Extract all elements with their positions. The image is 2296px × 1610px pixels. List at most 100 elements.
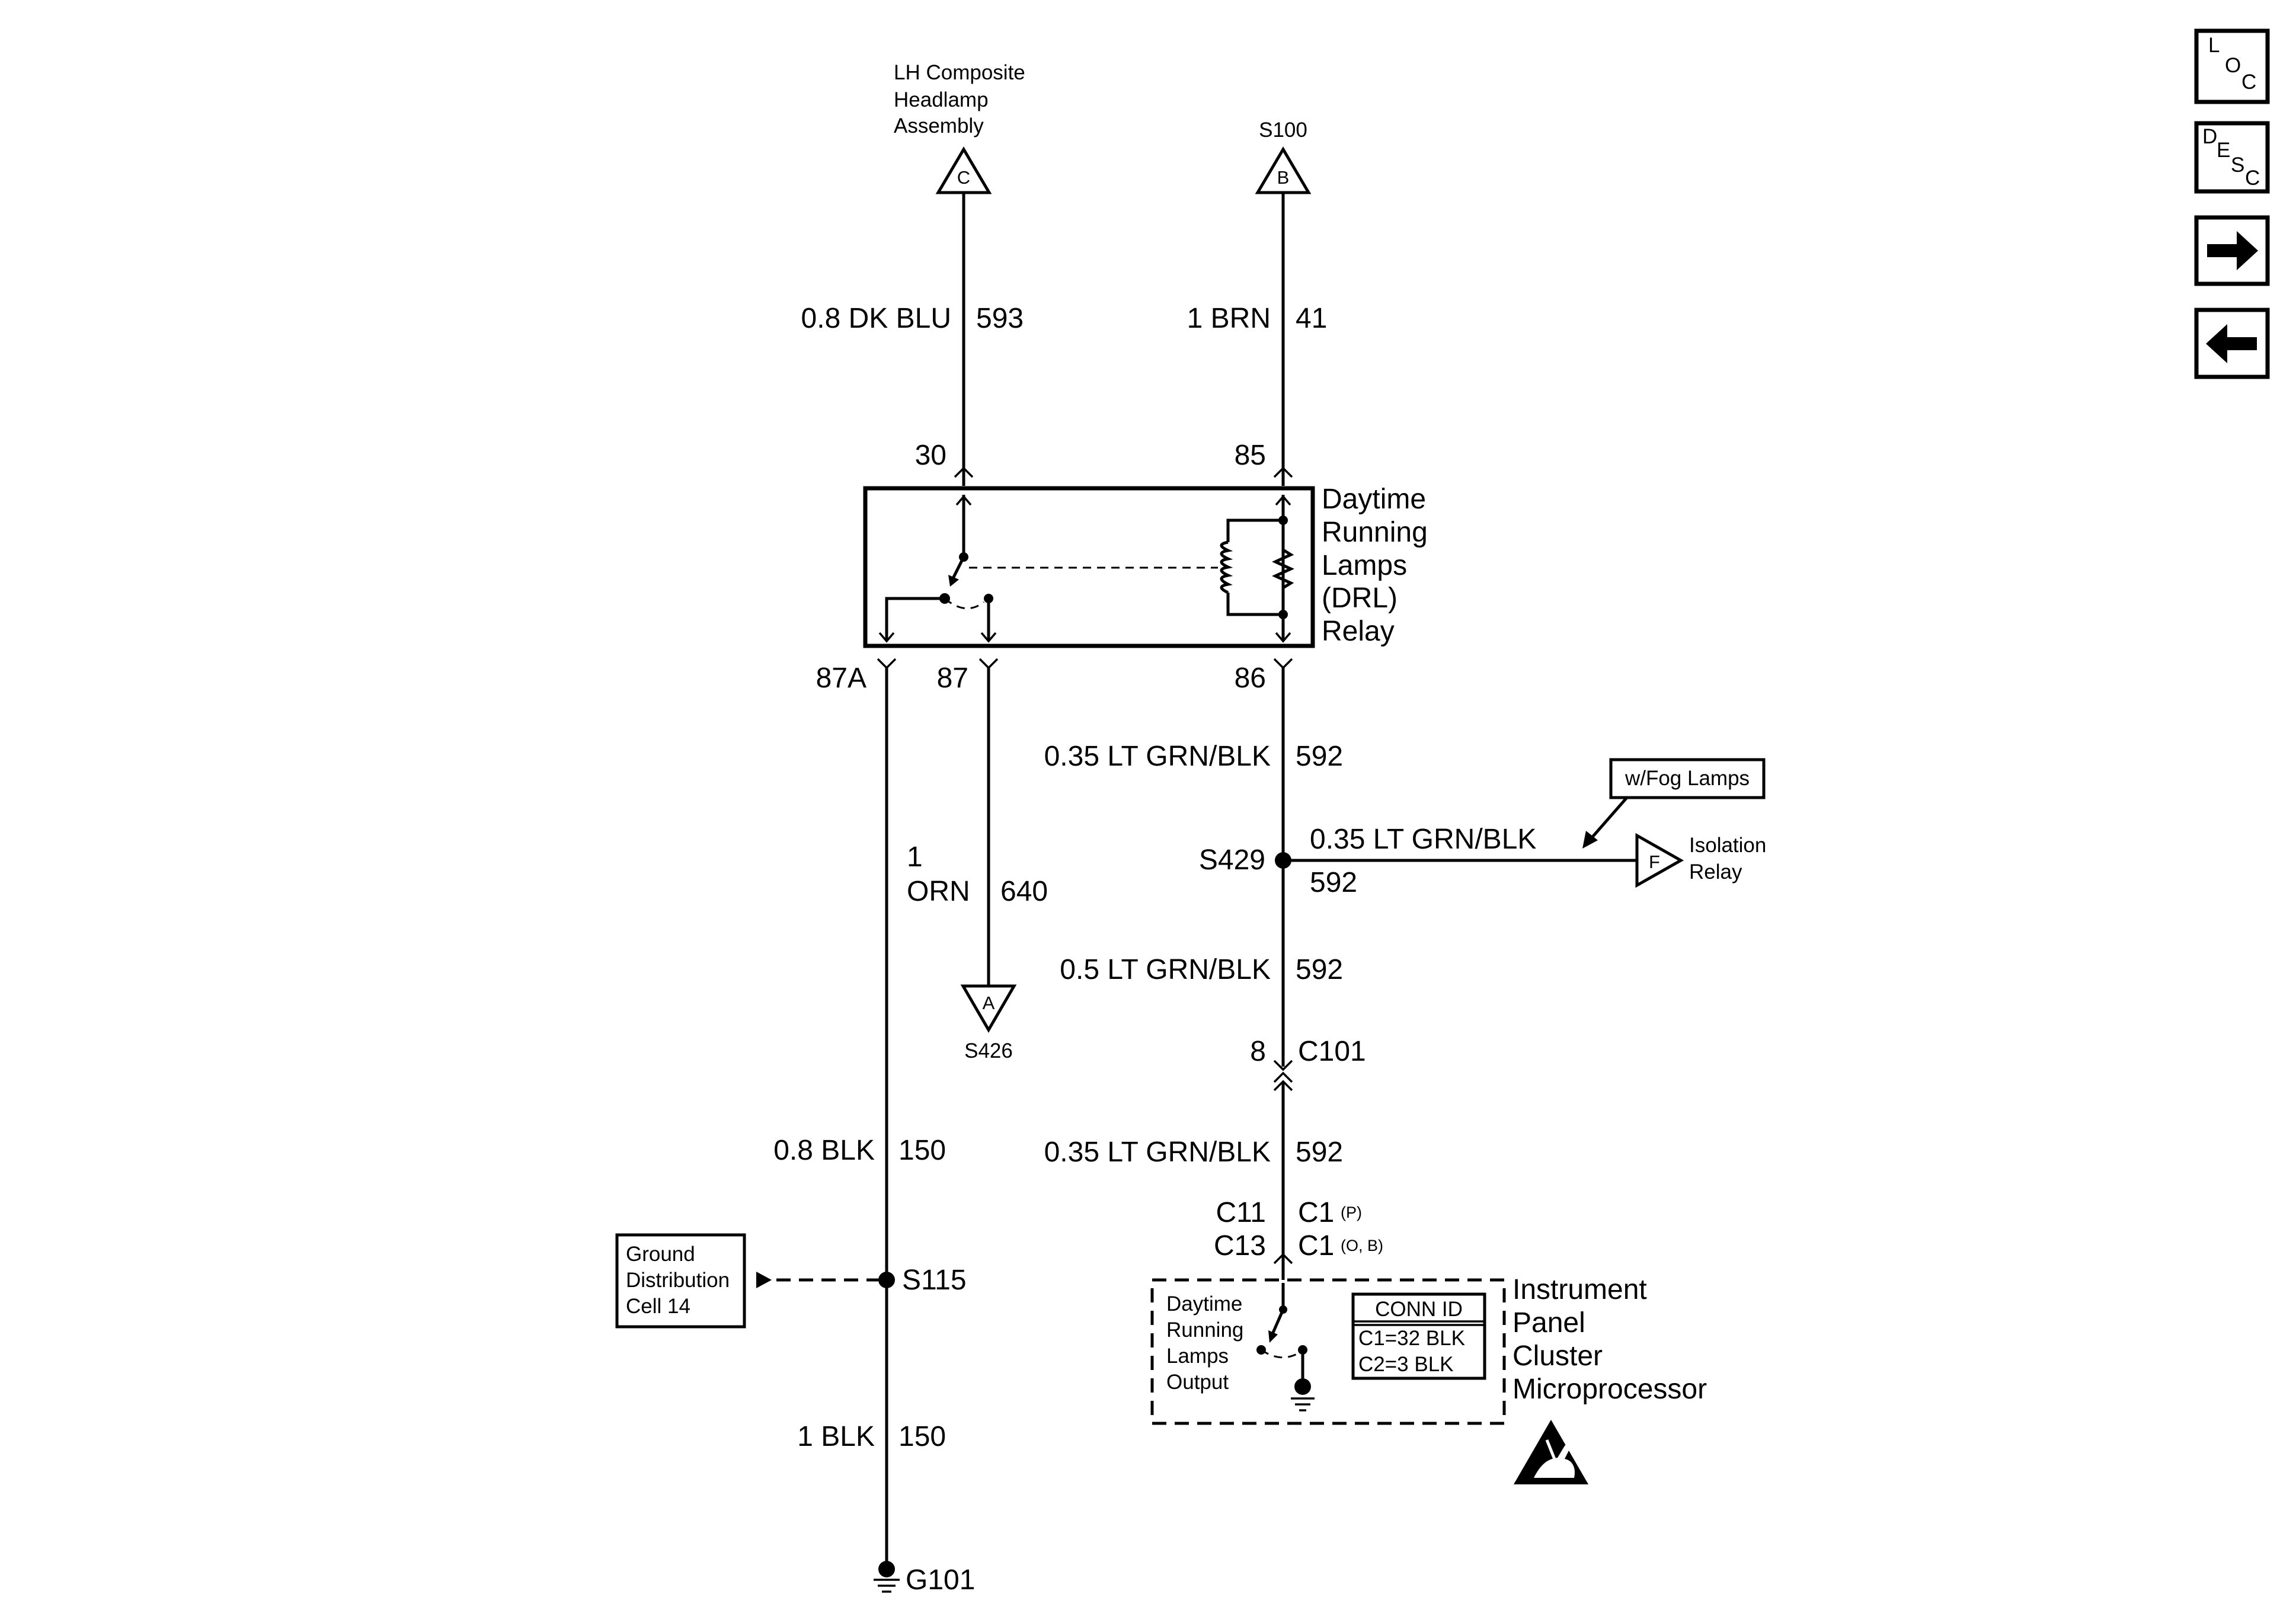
- svg-text:Instrument: Instrument: [1512, 1274, 1647, 1305]
- g101-ground-icon: [874, 1561, 900, 1593]
- svg-text:LH Composite: LH Composite: [894, 61, 1025, 84]
- drl-output-label-4: Output: [1166, 1371, 1229, 1394]
- wire-592-c-spec: 0.35 LT GRN/BLK: [1044, 1137, 1271, 1168]
- connector-c-symbol: C: [935, 146, 992, 194]
- s115-splice-dot: [878, 1272, 895, 1288]
- s429-label: S429: [1199, 844, 1265, 876]
- esd-warning-icon: [1514, 1420, 1588, 1484]
- svg-text:C: C: [957, 167, 970, 188]
- svg-text:Assembly: Assembly: [894, 114, 984, 137]
- svg-text:Headlamp: Headlamp: [894, 88, 989, 111]
- c101-lower-chevron-1: [1273, 1071, 1293, 1083]
- wire-592-b-spec: 0.5 LT GRN/BLK: [1060, 954, 1271, 985]
- connector-b-symbol: B: [1255, 146, 1312, 194]
- c101-label: C101: [1298, 1036, 1366, 1067]
- wire-41-spec: 1 BRN: [1187, 303, 1271, 334]
- wire-150-a-spec: 0.8 BLK: [773, 1135, 875, 1166]
- wire-592-iso-spec: 0.35 LT GRN/BLK: [1310, 824, 1536, 855]
- svg-text:w/Fog Lamps: w/Fog Lamps: [1625, 767, 1750, 790]
- conn-id-table: CONN ID C1=32 BLK C2=3 BLK: [1351, 1292, 1486, 1380]
- pin-87-chevron: [978, 658, 999, 670]
- connector-f-symbol: F: [1635, 833, 1684, 888]
- pin-87a-chevron: [877, 658, 897, 670]
- svg-text:Running: Running: [1322, 517, 1428, 548]
- fog-lamps-note: w/Fog Lamps: [1582, 758, 1766, 849]
- loc-letter-o: O: [2225, 54, 2241, 77]
- conn-id-title: CONN ID: [1375, 1298, 1463, 1321]
- wire-592-iso-circuit: 592: [1310, 867, 1357, 898]
- next-button[interactable]: [2194, 215, 2270, 286]
- previous-button[interactable]: [2194, 308, 2270, 379]
- s100-label: S100: [1259, 119, 1307, 142]
- wire-592-a-spec: 0.35 LT GRN/BLK: [1044, 741, 1271, 772]
- ipc-label: Instrument Panel Cluster Microprocessor: [1512, 1274, 1707, 1405]
- s115-label: S115: [902, 1265, 967, 1296]
- left-arrow-icon: [2206, 324, 2257, 363]
- desc-letter-s: S: [2231, 153, 2244, 177]
- svg-text:B: B: [1277, 167, 1290, 188]
- svg-text:F: F: [1649, 852, 1660, 872]
- wire-592-b-circuit: 592: [1296, 954, 1343, 985]
- wire-640-spec-color: ORN: [907, 876, 970, 907]
- pin-c1-ob-label: C1: [1298, 1230, 1334, 1262]
- svg-text:Lamps: Lamps: [1322, 550, 1407, 581]
- conn-id-row-2: C2=3 BLK: [1358, 1353, 1454, 1376]
- desc-letter-e: E: [2217, 139, 2230, 162]
- svg-text:A: A: [983, 993, 995, 1013]
- desc-letter-c: C: [2245, 167, 2260, 190]
- drl-output-label-2: Running: [1166, 1318, 1243, 1342]
- drl-relay: [863, 486, 1315, 648]
- pin-85-label: 85: [1235, 440, 1266, 471]
- s426-label: S426: [964, 1039, 1013, 1062]
- pin-87a-label: 87A: [816, 662, 866, 694]
- svg-text:Isolation: Isolation: [1689, 834, 1766, 857]
- connector-a-symbol: A: [960, 984, 1017, 1033]
- wire-640-circuit: 640: [1000, 876, 1048, 907]
- lh-composite-headlamp-label: LH Composite Headlamp Assembly: [894, 61, 1025, 137]
- svg-text:Cluster: Cluster: [1512, 1340, 1603, 1372]
- wire-150-b-spec: 1 BLK: [797, 1421, 875, 1452]
- wire-640-spec-size: 1: [907, 841, 923, 873]
- isolation-relay-label: Isolation Relay: [1689, 834, 1766, 884]
- loc-button[interactable]: L O C: [2194, 28, 2270, 104]
- pin-85-chevron: [1273, 466, 1293, 478]
- svg-text:Cell 14: Cell 14: [626, 1295, 690, 1318]
- loc-letter-c: C: [2241, 71, 2256, 94]
- wire-150-a-circuit: 150: [898, 1135, 946, 1166]
- instrument-panel-cluster: Daytime Running Lamps Output CONN ID C1=…: [1150, 1278, 1506, 1425]
- pin-c1-ob-note: (O, B): [1341, 1237, 1383, 1254]
- loc-letter-l: L: [2208, 34, 2220, 57]
- wire-592-a-circuit: 592: [1296, 741, 1343, 772]
- right-arrow-icon: [2207, 231, 2258, 270]
- g101-label: G101: [906, 1564, 975, 1596]
- drl-output-label-3: Lamps: [1166, 1345, 1229, 1368]
- svg-text:Relay: Relay: [1689, 860, 1742, 884]
- pin-30-chevron: [954, 466, 974, 478]
- pin-87-label: 87: [937, 662, 968, 694]
- wire-41-circuit: 41: [1296, 303, 1327, 334]
- pin-c13-label: C13: [1214, 1230, 1266, 1262]
- conn-id-row-1: C1=32 BLK: [1358, 1327, 1465, 1350]
- svg-text:Daytime: Daytime: [1322, 484, 1426, 515]
- desc-letter-d: D: [2202, 125, 2217, 148]
- c101-upper-chevron: [1273, 1060, 1293, 1071]
- pin-c1-p-label: C1: [1298, 1197, 1334, 1228]
- desc-button[interactable]: D E S C: [2194, 121, 2270, 194]
- pin-c1-p-note: (P): [1341, 1204, 1362, 1221]
- svg-text:(DRL): (DRL): [1322, 582, 1398, 614]
- pin-86-chevron: [1273, 658, 1293, 670]
- wire-150-b-circuit: 150: [898, 1421, 946, 1452]
- c101-pin-label: 8: [1250, 1036, 1266, 1067]
- pin-c11-label: C11: [1216, 1197, 1267, 1228]
- ground-symbol-icon: [1291, 1378, 1315, 1411]
- drl-output-label-1: Daytime: [1166, 1292, 1242, 1315]
- svg-text:Relay: Relay: [1322, 616, 1395, 647]
- drl-relay-label: Daytime Running Lamps (DRL) Relay: [1322, 484, 1428, 647]
- wire-593-circuit: 593: [976, 303, 1024, 334]
- pin-86-label: 86: [1235, 662, 1266, 694]
- ground-distribution-note: Ground Distribution Cell 14: [615, 1233, 746, 1329]
- wire-592-c-circuit: 592: [1296, 1137, 1343, 1168]
- svg-text:Microprocessor: Microprocessor: [1512, 1374, 1707, 1405]
- pin-30-label: 30: [915, 440, 946, 471]
